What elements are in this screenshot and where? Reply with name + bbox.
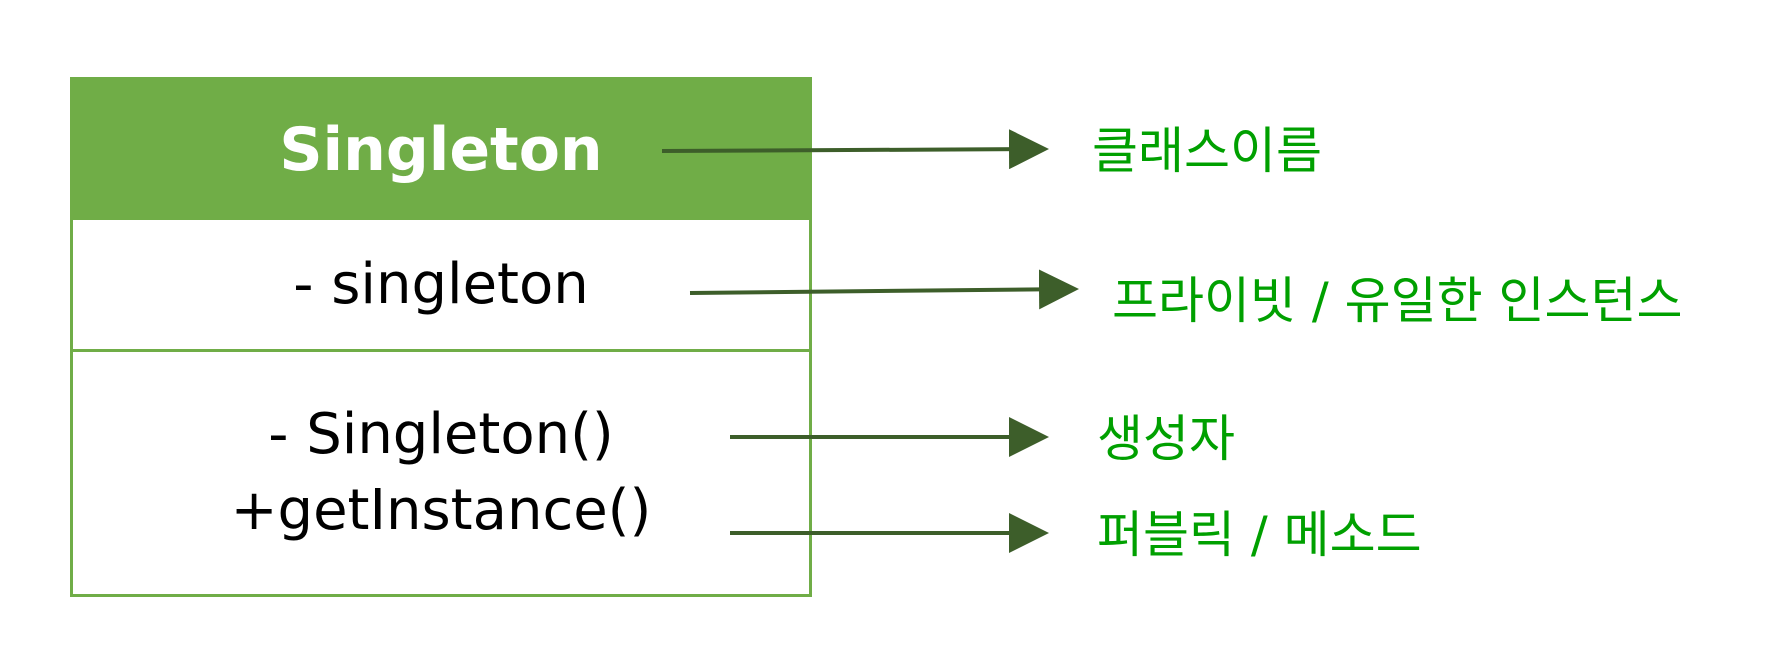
annotation-constructor: 생성자 <box>1097 410 1235 468</box>
method-get-instance: +getInstance() <box>230 478 652 543</box>
method-constructor: - Singleton() <box>268 402 614 468</box>
attribute-section: - singleton <box>73 220 809 352</box>
annotation-class-name: 클래스이름 <box>1092 122 1322 180</box>
attribute-singleton: - singleton <box>293 251 589 317</box>
annotation-attribute: 프라이빗 / 유일한 인스턴스 <box>1112 272 1683 330</box>
method-section: - Singleton() +getInstance() <box>73 352 809 594</box>
uml-class-box: Singleton - singleton - Singleton() +get… <box>70 77 812 597</box>
annotation-method: 퍼블릭 / 메소드 <box>1097 506 1422 564</box>
class-name: Singleton <box>279 115 603 185</box>
class-name-header: Singleton <box>73 80 809 220</box>
